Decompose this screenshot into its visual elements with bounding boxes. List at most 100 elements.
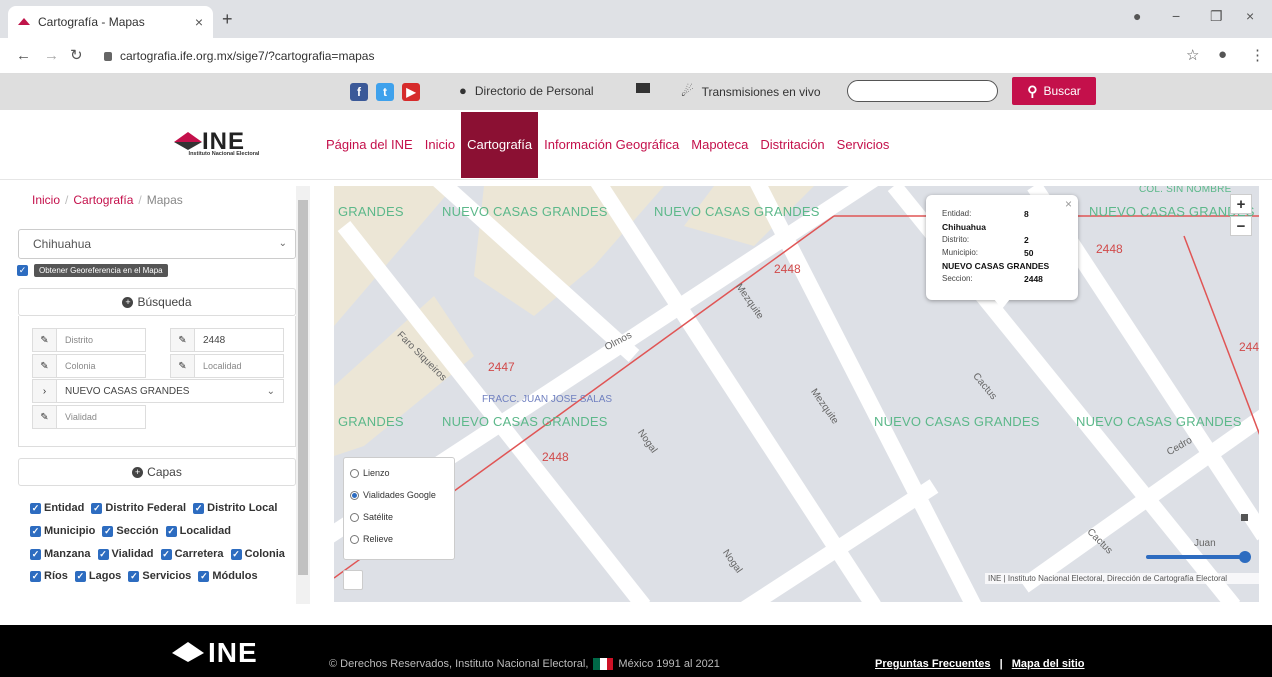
basemap-vialidades[interactable]: Vialidades Google — [350, 490, 436, 500]
basemap-label: Satélite — [363, 512, 394, 522]
checkbox-checked-icon[interactable]: ✓ — [160, 548, 172, 560]
faq-link[interactable]: Preguntas Frecuentes — [875, 658, 991, 670]
site-header — [0, 110, 1272, 180]
checkbox-checked-icon[interactable]: ✓ — [30, 502, 41, 514]
nav-mapoteca[interactable]: Mapoteca — [691, 137, 749, 152]
georef-toggle[interactable]: ✓ Obtener Georeferencia en el Mapa — [17, 264, 168, 277]
colonia-field[interactable]: ✎ Colonia — [32, 354, 146, 378]
basemap-relieve[interactable]: Relieve — [350, 534, 393, 544]
ine-logo-mark-icon — [172, 642, 204, 653]
popup-distrito-value: 2 — [1024, 235, 1029, 245]
forward-arrow-icon[interactable]: → — [44, 47, 59, 64]
tab-close-icon[interactable]: × — [194, 14, 203, 30]
layer-manzana: Manzana — [44, 548, 91, 560]
checkbox-checked-icon[interactable]: ✓ — [91, 502, 103, 514]
site-search-input[interactable] — [847, 80, 998, 102]
zoom-out-button[interactable]: − — [1230, 216, 1252, 236]
close-window-button[interactable]: × — [1246, 8, 1255, 24]
breadcrumb-cartografia[interactable]: Cartografía — [73, 193, 134, 207]
popup-pointer — [994, 299, 1010, 309]
radio-icon[interactable] — [350, 468, 359, 478]
vialidad-field[interactable]: ✎ Vialidad — [32, 405, 146, 429]
basemap-satelite[interactable]: Satélite — [350, 512, 393, 522]
search-panel-title: Búsqueda — [137, 295, 192, 309]
youtube-icon[interactable]: ▶ — [402, 83, 420, 101]
breadcrumb-mapas: Mapas — [146, 193, 183, 207]
nav-pagina-ine[interactable]: Página del INE — [326, 137, 413, 152]
account-dot-icon[interactable]: ● — [1133, 8, 1142, 24]
ine-logo[interactable]: INE Instituto Nacional Electoral — [168, 128, 280, 160]
reload-icon[interactable]: ↻ — [70, 47, 83, 64]
layers-row-4: ✓Ríos ✓Lagos ✓Servicios ✓Módulos — [30, 570, 262, 582]
checkbox-checked-icon[interactable]: ✓ — [30, 525, 41, 537]
checkbox-checked-icon[interactable]: ✓ — [128, 570, 140, 582]
profile-icon[interactable]: ● — [1218, 46, 1228, 63]
country-years-text: México 1991 al 2021 — [618, 658, 720, 670]
search-panel-header[interactable]: + Búsqueda — [18, 288, 296, 316]
checkbox-checked-icon[interactable]: ✓ — [17, 265, 28, 276]
layer-square-icon[interactable] — [1241, 514, 1248, 521]
section-number: 2447 — [488, 360, 515, 374]
radio-icon[interactable] — [350, 512, 359, 522]
bookmark-star-icon[interactable]: ☆ — [1186, 47, 1200, 64]
breadcrumb-inicio[interactable]: Inicio — [32, 193, 61, 207]
layers-panel-header[interactable]: + Capas — [18, 458, 296, 486]
mail-link[interactable] — [636, 83, 650, 93]
localidad-field[interactable]: ✎ Localidad — [170, 354, 284, 378]
zoom-in-button[interactable]: + — [1230, 194, 1252, 214]
opacity-slider[interactable] — [1146, 555, 1246, 559]
locality-label: GRANDES — [338, 204, 404, 219]
url-field[interactable]: cartografia.ife.org.mx/sige7/?cartografi… — [104, 44, 1154, 68]
footer-logo-word: INE — [208, 637, 258, 668]
fullscreen-button[interactable] — [343, 570, 363, 590]
municipio-select[interactable]: › NUEVO CASAS GRANDES ⌄ — [32, 379, 284, 403]
back-arrow-icon[interactable]: ← — [16, 47, 31, 64]
checkbox-checked-icon[interactable]: ✓ — [97, 548, 109, 560]
broadcast-link[interactable]: ☄ Transmisiones en vivo — [681, 83, 821, 100]
sitemap-link[interactable]: Mapa del sitio — [1011, 658, 1085, 670]
nav-inicio[interactable]: Inicio — [424, 137, 456, 152]
footer-links: Preguntas Frecuentes | Mapa del sitio — [875, 658, 1085, 670]
distrito-field[interactable]: ✎ Distrito — [32, 328, 146, 352]
maximize-button[interactable]: ❐ — [1210, 8, 1223, 24]
layer-seccion: Sección — [116, 525, 159, 537]
checkbox-checked-icon[interactable]: ✓ — [102, 525, 114, 537]
copyright-text: © Derechos Reservados, Instituto Naciona… — [329, 658, 589, 670]
radio-selected-icon[interactable] — [350, 490, 359, 500]
facebook-icon[interactable]: f — [350, 83, 368, 101]
checkbox-checked-icon[interactable]: ✓ — [30, 548, 41, 560]
nav-distritacion[interactable]: Distritación — [760, 137, 825, 152]
opacity-slider-knob[interactable] — [1239, 551, 1251, 563]
street-label: Juan — [1194, 538, 1216, 549]
new-tab-button[interactable]: + — [222, 9, 233, 29]
popup-entidad-label: Entidad: — [942, 209, 972, 218]
seccion-field[interactable]: ✎ 2448 — [170, 328, 284, 352]
directory-link[interactable]: ● Directorio de Personal — [459, 83, 594, 98]
map-canvas[interactable]: GRANDES NUEVO CASAS GRANDES NUEVO CASAS … — [334, 186, 1259, 602]
locality-label: NUEVO CASAS GRANDES — [1089, 204, 1255, 219]
checkbox-checked-icon[interactable]: ✓ — [165, 525, 177, 537]
search-button[interactable]: ⚲ Buscar — [1012, 77, 1096, 105]
nav-informacion-geografica[interactable]: Información Geográfica — [544, 137, 680, 152]
browser-tab[interactable]: Cartografía - Mapas × — [8, 6, 213, 38]
checkbox-checked-icon[interactable]: ✓ — [198, 570, 210, 582]
sidebar-scroll-thumb[interactable] — [298, 200, 308, 575]
nav-cartografia[interactable]: Cartografía — [461, 112, 539, 178]
state-select[interactable]: Chihuahua ⌄ — [18, 229, 296, 259]
nav-servicios[interactable]: Servicios — [836, 137, 890, 152]
pencil-icon: ✎ — [33, 406, 57, 428]
checkbox-checked-icon[interactable]: ✓ — [74, 570, 86, 582]
minimize-button[interactable]: − — [1172, 8, 1181, 24]
basemap-switcher: Lienzo Vialidades Google Satélite Reliev… — [343, 457, 455, 560]
broadcast-label: Transmisiones en vivo — [701, 84, 821, 99]
layers-panel-title: Capas — [147, 465, 182, 479]
checkbox-checked-icon[interactable]: ✓ — [193, 502, 205, 514]
twitter-icon[interactable]: t — [376, 83, 394, 101]
checkbox-checked-icon[interactable]: ✓ — [230, 548, 242, 560]
popup-close-icon[interactable]: × — [1064, 197, 1072, 211]
checkbox-checked-icon[interactable]: ✓ — [30, 570, 41, 582]
menu-kebab-icon[interactable]: ⋮ — [1250, 47, 1265, 64]
basemap-lienzo[interactable]: Lienzo — [350, 468, 390, 478]
radio-icon[interactable] — [350, 534, 359, 544]
locality-label: NUEVO CASAS GRANDES — [654, 204, 820, 219]
